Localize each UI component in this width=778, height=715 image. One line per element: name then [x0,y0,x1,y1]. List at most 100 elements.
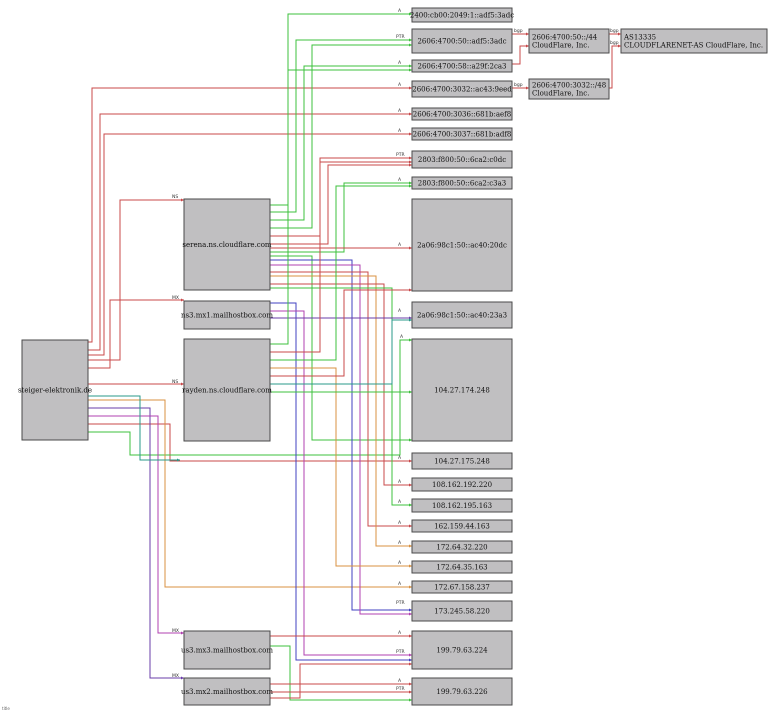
node-ipv6-3[interactable]: 2606:4700:58::a29f:2ca3 [411,59,513,73]
node-rayden-ns[interactable]: rayden.ns.cloudflare.com [182,338,272,442]
node-ipv4-2[interactable]: 104.27.175.248 [411,452,513,470]
edge-mx-mx3 [88,415,184,634]
edge-mx1-v4-10b [270,310,412,656]
node-ipv4-6[interactable]: 172.64.32.220 [411,540,513,554]
node-ipv6-5-label: 2606:4700:3036::681b:aef8 [413,111,511,119]
node-ipv4-6-box [411,540,513,554]
edge-serena-v4-3-arrowhead [409,483,412,487]
edge-rayden-v6-7 [270,161,412,353]
node-ipv4-4[interactable]: 108.162.195.163 [411,498,513,513]
node-ipv4-10[interactable]: 199.79.63.224 [411,630,513,670]
edge-net2-as-arrowhead [618,44,621,48]
node-serena-ns[interactable]: serena.ns.cloudflare.com [182,198,272,291]
edge-mx2-v4-11-ptr-arrowhead [409,690,412,694]
node-ipv6-1-box [411,7,513,23]
node-ipv6-4-box [411,80,513,98]
node-ipv4-5-label: 162.159.44.163 [434,523,490,531]
edge-serena-v6-2-arrowhead [409,38,412,42]
node-mx2-label: us3.mx2.mailhostbox.com [181,688,273,696]
edge-serena-v4-9b [270,264,412,615]
node-ipv6-8-box [411,176,513,190]
edge-domain-v6-5-label: A [398,108,402,114]
node-ipv6-9-box [411,198,513,292]
edge-domain-v4-1-arrowhead [409,338,412,342]
node-ipv6-8[interactable]: 2803:f800:50::6ca2:c3a3 [411,176,513,190]
edge-serena-v6-7 [270,157,412,237]
edge-serena-v4-6-label: A [398,540,402,546]
edge-serena-v6-8-label: A [398,177,402,183]
node-ipv4-4-label: 108.162.195.163 [432,502,492,510]
edge-domain-v6-4 [88,87,412,343]
edge-net2-as [609,45,621,89]
node-ipv6-10[interactable]: 2a06:98c1:50::ac40:23a3 [411,301,513,329]
node-rayden-ns-label: rayden.ns.cloudflare.com [182,387,272,395]
node-ipv4-3-box [411,477,513,492]
edge-domain-v4-2-label: A [398,455,402,461]
edge-domain-v6-6-arrowhead [409,132,412,136]
node-mx2[interactable]: us3.mx2.mailhostbox.com [181,677,273,706]
node-mx1-box [183,300,271,330]
node-ipv4-3-label: 108.162.192.220 [432,481,492,489]
node-ipv4-9[interactable]: 173.245.58.220 [411,600,513,622]
edge-serena-v6-3 [270,65,412,221]
edge-serena-v4-9-arrowhead [409,608,412,612]
node-ipv4-7[interactable]: 172.64.35.163 [411,560,513,574]
node-ipv6-9[interactable]: 2a06:98c1:50::ac40:20dc [411,198,513,292]
edge-mx1-v4-10-arrowhead [409,658,412,662]
node-ipv6-6-box [411,127,513,141]
edge-ns-rayden-label: NS [172,379,178,385]
node-ipv6-4[interactable]: 2606:4700:3032::ac43:9eed [411,80,513,98]
edge-mx1-v4-10-label: PTR [396,649,405,655]
edge-v6-4-net2-label: bgp [514,82,523,88]
node-ipv4-11[interactable]: 199.79.63.226 [411,677,513,706]
node-mx3[interactable]: us3.mx3.mailhostbox.com [181,630,273,670]
node-mx1-label: ns3.mx1.mailhostbox.com [181,312,273,320]
node-domain[interactable]: steiger-elektronik.de [18,339,92,441]
edge-mx2-v4-10-arrowhead [409,662,412,666]
node-ipv6-2[interactable]: 2606:4700:50::adf5:3adc [411,28,513,54]
node-mx3-label: us3.mx3.mailhostbox.com [181,647,273,655]
edge-mx2-v4-11-arrowhead [409,682,412,686]
edge-v6-2-net1-arrowhead [526,32,529,36]
edge-v6-3-net1-arrowhead [526,44,529,48]
edge-mx-mx1 [88,299,184,369]
node-ipv6-9-label: 2a06:98c1:50::ac40:20dc [417,242,507,250]
edge-serena-v6-2-label: PTR [396,34,405,40]
node-ipv6-1[interactable]: 2400:cb00:2049:1::adf5:3adc [410,7,514,23]
node-ipv4-5[interactable]: 162.159.44.163 [411,519,513,533]
edge-domain-v4-8-arrowhead [409,585,412,589]
node-ipv4-1[interactable]: 104.27.174.248 [411,338,513,442]
edge-mx1-v4-10 [270,302,412,661]
node-ipv6-3-label: 2606:4700:58::a29f:2ca3 [417,63,506,71]
node-as13335-label: CLOUDFLARENET-AS CloudFlare, Inc. [624,42,763,50]
edge-mx-mx3-arrowhead [181,631,184,635]
node-ipv4-10-box [411,630,513,670]
edge-domain-v4-1-label: A [400,334,404,340]
edge-rayden-v4-7-arrowhead [409,564,412,568]
edge-serena-v4-9 [270,259,412,611]
node-ipv4-3[interactable]: 108.162.192.220 [411,477,513,492]
node-ipv6-7[interactable]: 2803:f800:50::6ca2:c0dc [411,150,513,169]
node-serena-ns-label: serena.ns.cloudflare.com [182,241,272,249]
node-ipv6-6[interactable]: 2606:4700:3037::681b:adf8 [411,127,513,141]
edge-rayden-v6-3 [270,69,412,345]
footer-text: title [2,706,10,711]
node-ipv4-1-box [411,338,513,442]
node-mx1[interactable]: ns3.mx1.mailhostbox.com [181,300,273,330]
edge-serena-v4-9-label: PTR [396,600,405,606]
edge-v6-3-net1 [512,45,529,65]
node-ipv4-7-box [411,560,513,574]
edge-domain-v6-4-label: A [398,82,402,88]
edge-rayden-v6-8-arrowhead [409,184,412,188]
edge-domain-v4-8 [88,399,412,588]
edge-serena-v4-3-label: A [398,479,402,485]
node-net-2606-4700-50-box [528,28,610,54]
edge-domain-teal-arrowhead [177,458,180,462]
node-ipv4-11-label: 199.79.63.226 [436,688,488,696]
node-ipv6-5[interactable]: 2606:4700:3036::681b:aef8 [411,107,513,121]
node-ipv4-8[interactable]: 172.67.158.237 [411,580,513,594]
edge-rayden-v4-7 [270,367,412,567]
